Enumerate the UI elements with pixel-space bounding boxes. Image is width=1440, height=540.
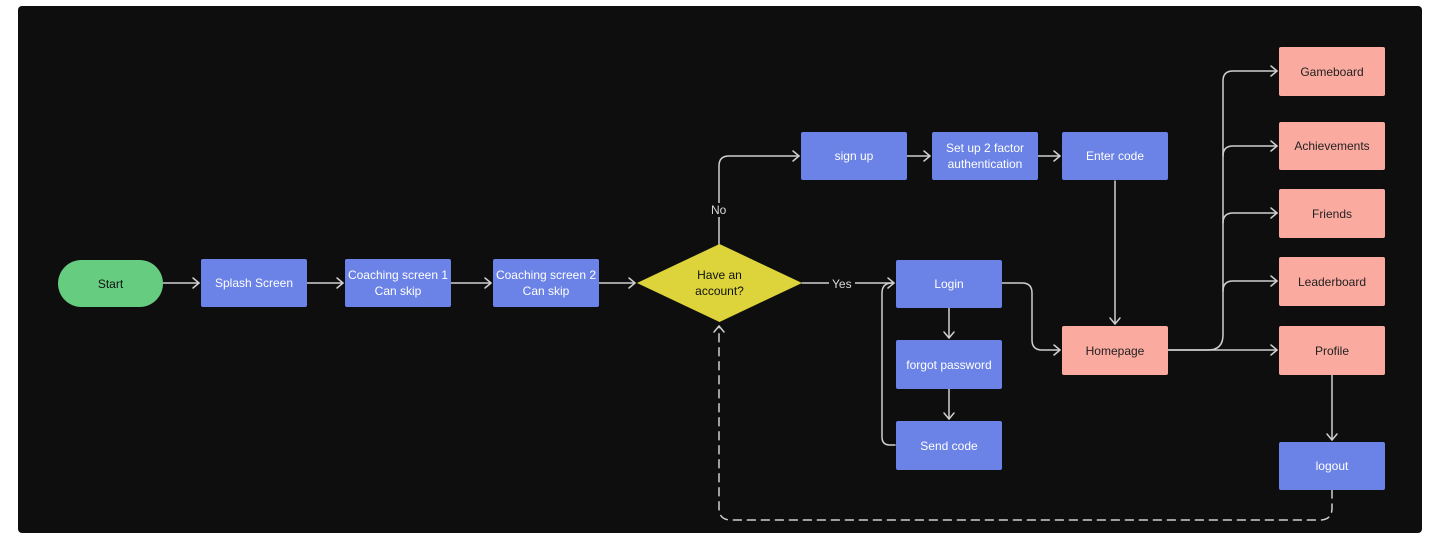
edge-decision-signup xyxy=(718,155,800,245)
arrow-profile-logout xyxy=(1326,433,1338,441)
node-homepage[interactable]: Homepage xyxy=(1062,326,1168,375)
node-enter-code[interactable]: Enter code xyxy=(1062,132,1168,180)
arrow-login-forgot xyxy=(943,331,955,339)
node-gameboard[interactable]: Gameboard xyxy=(1279,47,1385,96)
arrow-decision-login xyxy=(887,277,895,289)
edge-label-no: No xyxy=(708,203,730,217)
edge-homepage-leaderboard xyxy=(1222,280,1278,292)
arrow-splash-coaching1 xyxy=(336,277,344,289)
edge-logout-decision xyxy=(718,325,1333,521)
arrow-decision-signup xyxy=(792,150,800,162)
arrow-signup-twofactor xyxy=(923,150,931,162)
node-start[interactable]: Start xyxy=(58,260,163,307)
node-send-code[interactable]: Send code xyxy=(896,421,1002,470)
node-sign-up[interactable]: sign up xyxy=(801,132,907,180)
node-login[interactable]: Login xyxy=(896,260,1002,308)
node-coaching-screen-1[interactable]: Coaching screen 1 Can skip xyxy=(345,259,451,307)
arrow-twofactor-entercode xyxy=(1053,150,1061,162)
node-leaderboard[interactable]: Leaderboard xyxy=(1279,257,1385,306)
arrow-logout-decision xyxy=(713,325,725,333)
edge-login-homepage xyxy=(1001,282,1061,351)
arrow-homepage-gameboard xyxy=(1270,65,1278,77)
arrow-homepage-achievements xyxy=(1270,140,1278,152)
node-achievements[interactable]: Achievements xyxy=(1279,122,1385,170)
node-decision-have-account[interactable]: Have an account? xyxy=(637,244,802,322)
edge-homepage-friends xyxy=(1222,212,1278,224)
edge-homepage-gameboard xyxy=(1167,70,1278,351)
node-coaching-screen-2[interactable]: Coaching screen 2 Can skip xyxy=(493,259,599,307)
decision-label: Have an account? xyxy=(695,268,744,298)
decision-diamond-shape xyxy=(637,244,802,322)
node-logout[interactable]: logout xyxy=(1279,442,1385,490)
edge-sendcode-login xyxy=(881,282,896,446)
arrow-forgot-sendcode xyxy=(943,412,955,420)
arrow-login-homepage xyxy=(1053,344,1061,356)
node-forgot-password[interactable]: forgot password xyxy=(896,340,1002,389)
arrow-coaching2-decision xyxy=(628,277,636,289)
arrow-homepage-friends xyxy=(1270,207,1278,219)
arrow-homepage-leaderboard xyxy=(1270,275,1278,287)
arrow-entercode-homepage xyxy=(1109,317,1121,325)
node-splash-screen[interactable]: Splash Screen xyxy=(201,259,307,307)
edge-label-yes: Yes xyxy=(829,277,855,291)
arrow-start-splash xyxy=(192,277,200,289)
arrow-homepage-profile xyxy=(1270,344,1278,356)
edge-homepage-achievements xyxy=(1222,145,1278,157)
arrow-coaching1-coaching2 xyxy=(484,277,492,289)
node-two-factor-setup[interactable]: Set up 2 factor authentication xyxy=(932,132,1038,180)
node-profile[interactable]: Profile xyxy=(1279,326,1385,375)
node-friends[interactable]: Friends xyxy=(1279,189,1385,238)
